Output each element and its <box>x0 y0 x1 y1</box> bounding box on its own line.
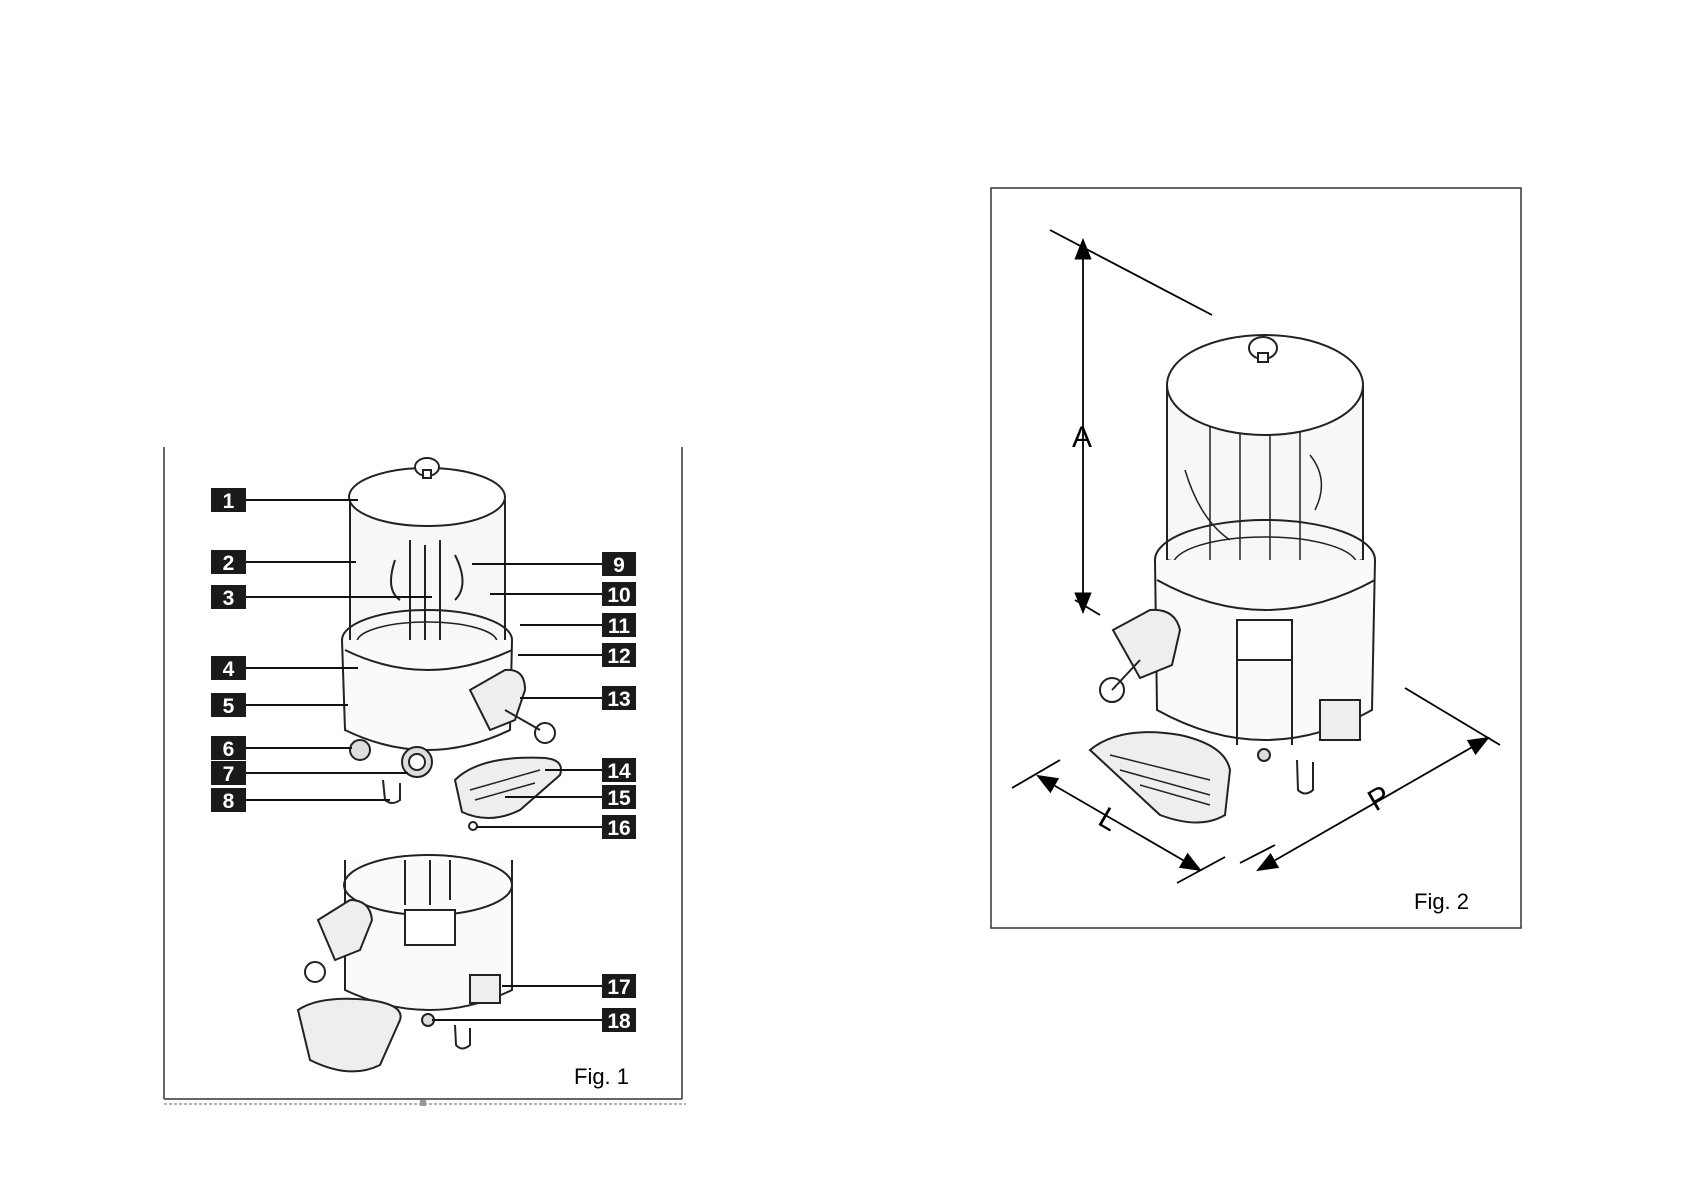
callout-2: 2 <box>211 550 246 575</box>
callout-3: 3 <box>211 585 246 610</box>
dimension-label-depth: P <box>1362 779 1396 818</box>
callout-17: 17 <box>602 974 636 999</box>
callout-5: 5 <box>211 693 246 718</box>
dispenser-dimension-view <box>1090 335 1375 823</box>
svg-text:1: 1 <box>223 490 235 513</box>
callout-18: 18 <box>602 1008 636 1033</box>
callout-11: 11 <box>602 613 636 638</box>
callout-8: 8 <box>211 788 246 813</box>
svg-text:2: 2 <box>223 552 235 575</box>
dimension-label-height: A <box>1072 421 1092 454</box>
callout-13: 13 <box>602 686 636 711</box>
svg-text:14: 14 <box>607 760 631 783</box>
figure-2: A L P Fig. 2 <box>991 188 1521 928</box>
svg-text:18: 18 <box>607 1010 631 1033</box>
svg-text:11: 11 <box>608 615 631 638</box>
svg-text:9: 9 <box>613 554 625 577</box>
svg-text:4: 4 <box>223 658 235 681</box>
svg-text:17: 17 <box>607 976 630 999</box>
figure-1-caption: Fig. 1 <box>574 1064 629 1089</box>
svg-text:10: 10 <box>607 584 630 607</box>
callout-10: 10 <box>602 582 636 607</box>
callout-4: 4 <box>211 656 246 681</box>
callout-14: 14 <box>602 758 636 783</box>
svg-text:6: 6 <box>223 738 235 761</box>
dimension-label-width: L <box>1093 801 1124 838</box>
svg-text:15: 15 <box>607 787 631 810</box>
dispenser-front-view <box>342 458 561 830</box>
callout-6: 6 <box>211 736 246 761</box>
callout-7: 7 <box>211 761 246 786</box>
callout-12: 12 <box>602 643 636 668</box>
svg-text:8: 8 <box>223 790 235 813</box>
figure-1: 1 2 3 4 5 6 7 8 <box>164 447 686 1106</box>
svg-text:16: 16 <box>607 817 630 840</box>
svg-text:7: 7 <box>223 763 235 786</box>
svg-text:13: 13 <box>607 688 630 711</box>
callout-1: 1 <box>211 488 246 513</box>
figure-2-caption: Fig. 2 <box>1414 889 1469 914</box>
svg-text:12: 12 <box>607 645 630 668</box>
callout-15: 15 <box>602 785 636 810</box>
dispenser-rear-view <box>298 855 512 1071</box>
callout-9: 9 <box>602 552 636 577</box>
svg-text:3: 3 <box>223 587 235 610</box>
svg-text:5: 5 <box>223 695 235 718</box>
callout-16: 16 <box>602 815 636 840</box>
